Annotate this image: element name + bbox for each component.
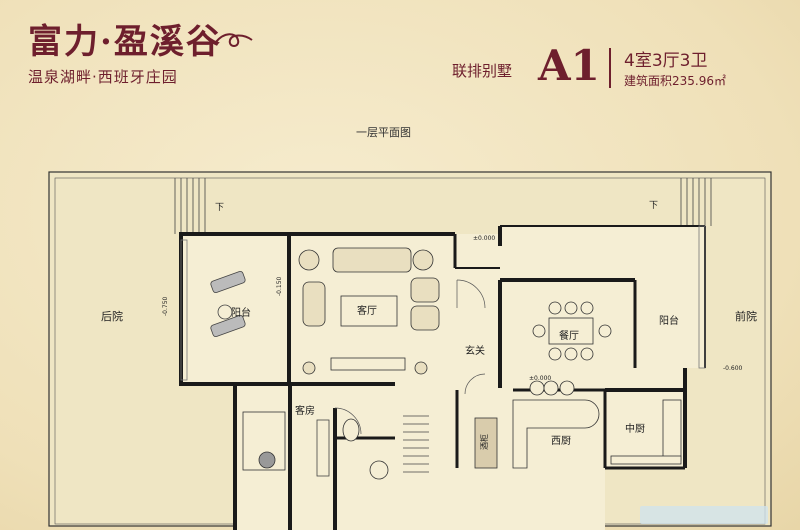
label-living-room: 客厅 [357,304,377,317]
label-front-yard: 前院 [735,309,757,323]
label-dining: 餐厅 [559,329,579,342]
label-chinese-kitchen: 中厨 [625,422,645,435]
stairs-right [680,178,712,226]
marker-down-left: 下 [215,203,224,213]
elevation-3: ±0.000 [473,235,495,242]
unit-rooms: 4室3厅3卫 [624,51,708,71]
guest-bed [242,411,286,471]
label-wine-cabinet: 酒柜 [479,434,489,450]
label-guest-room: 客房 [295,404,315,417]
wine-cabinet [474,417,498,469]
floor-plan: 后院 阳台 客厅 玄关 餐厅 阳台 前院 客房 西厨 中厨 酒柜 下 下 -0.… [48,171,772,530]
unit-divider [609,48,611,88]
balcony-rail-right [698,225,706,369]
door-swings [334,279,486,435]
unit-type: 联排别墅 [452,62,513,80]
stairs-left [174,178,206,234]
balcony-rail-left [180,239,188,381]
floor-title: 一层平面图 [356,126,411,139]
brand-logo: 富力·盈溪谷 温泉湖畔·西班牙庄园 [28,22,222,87]
unit-area: 建筑面积235.96㎡ [624,74,726,88]
kitchen-counter [610,399,682,465]
watermark-logo [640,506,768,524]
lounge-chairs [210,270,246,338]
bathroom-fixtures [342,418,389,480]
dining-table [532,301,612,361]
kitchen-island [512,380,600,469]
brand-name: 富力·盈溪谷 [28,22,222,62]
label-back-yard: 后院 [101,309,123,323]
label-balcony-right: 阳台 [659,314,679,327]
marker-down-right: 下 [649,201,658,211]
brand-tagline: 温泉湖畔·西班牙庄园 [28,68,178,86]
swirl-ornament-icon [215,33,253,47]
elevation-1: -0.750 [162,296,169,316]
elevation-5: -0.600 [723,365,743,372]
label-western-kitchen: 西厨 [551,435,571,447]
living-furniture [298,247,440,375]
label-entry: 玄关 [465,344,485,357]
elevation-2: -0.150 [276,276,283,296]
unit-code: A1 [538,41,600,90]
stairs-interior [316,415,429,477]
elevation-4: ±0.000 [529,375,551,382]
label-balcony-left: 阳台 [231,306,251,319]
